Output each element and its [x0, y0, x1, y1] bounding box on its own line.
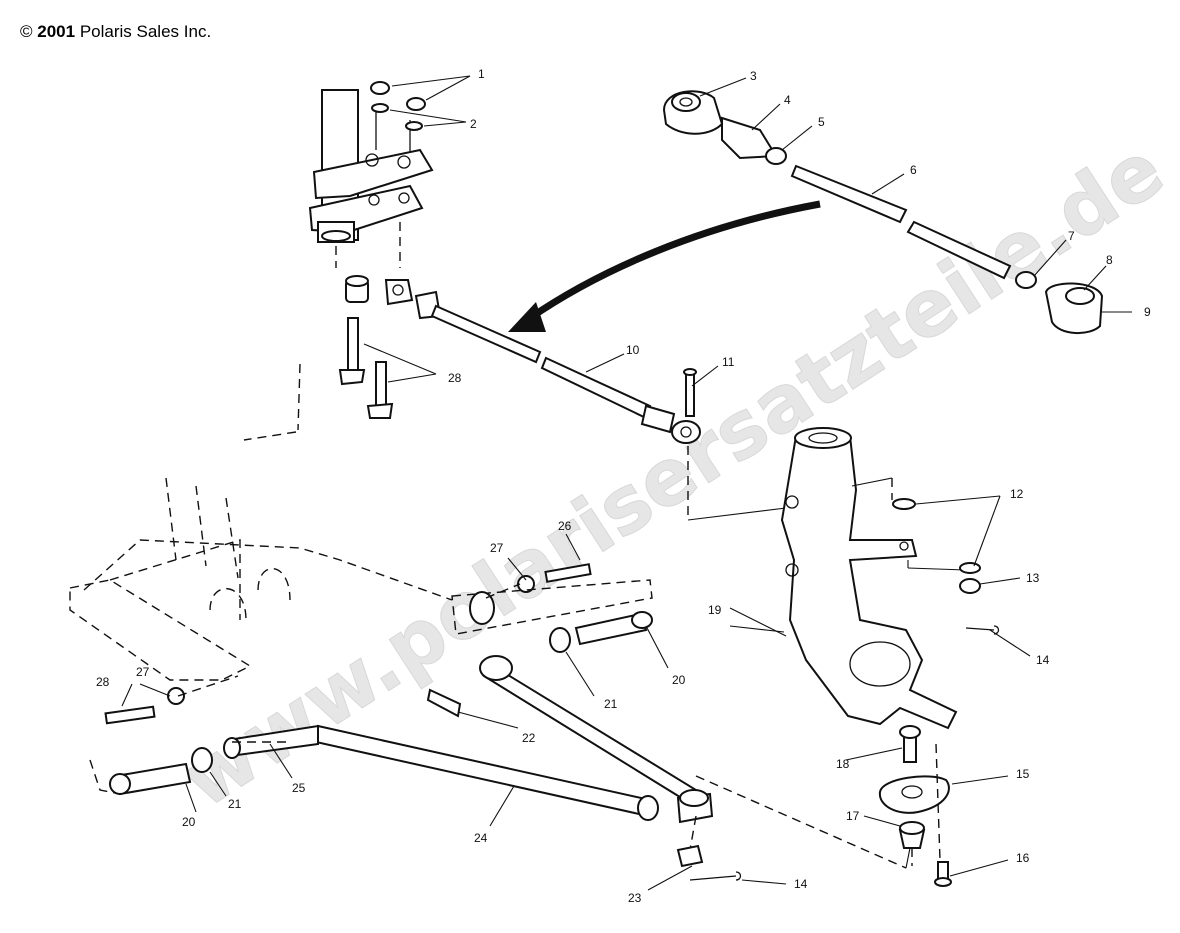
spindle-19: [780, 427, 967, 730]
callout-9: 9: [1144, 305, 1151, 319]
callout-16: 16: [1016, 851, 1030, 865]
callout-23: 23: [628, 891, 642, 905]
callout-17: 17: [846, 809, 860, 823]
callout-27b: 27: [136, 665, 150, 679]
callout-13: 13: [1026, 571, 1040, 585]
callout-21b: 21: [228, 797, 242, 811]
nut-7: [1015, 271, 1037, 289]
bushing-21a: [191, 747, 213, 773]
callout-6: 6: [910, 163, 917, 177]
callout-15: 15: [1016, 767, 1030, 781]
ball-joint-assembly: [878, 725, 952, 887]
washer-2a: [371, 103, 389, 113]
copyright-company: Polaris Sales Inc.: [79, 22, 212, 41]
callout-10: 10: [626, 343, 640, 357]
spindle-hardware: [892, 498, 1000, 635]
callout-26: 26: [558, 519, 572, 533]
plate-15: [878, 775, 950, 814]
callout-18: 18: [836, 757, 850, 771]
callout-7: 7: [1068, 229, 1075, 243]
nut-5: [765, 147, 787, 165]
fitting-22: [426, 688, 462, 718]
callout-12: 12: [1010, 487, 1024, 501]
copyright-symbol: ©: [20, 22, 33, 41]
callout-4: 4: [784, 93, 791, 107]
callout-leaders: [121, 75, 1132, 891]
callout-20a: 20: [672, 673, 686, 687]
direction-arrow: [508, 200, 821, 332]
callout-8: 8: [1106, 253, 1113, 267]
callout-22: 22: [522, 731, 536, 745]
nut-1a: [370, 81, 390, 95]
frame-outline: [69, 477, 653, 795]
callout-2: 2: [470, 117, 477, 131]
callout-21a: 21: [604, 697, 618, 711]
callout-3: 3: [750, 69, 757, 83]
callout-1: 1: [478, 67, 485, 81]
callout-25: 25: [292, 781, 306, 795]
a-arm-24: [223, 655, 911, 869]
callout-labels: 1 2 3 4 5 6 7 8 9 10 11 12 13 14 14 15 1…: [96, 67, 1151, 905]
bushing-21b: [549, 627, 571, 653]
copyright-year: 2001: [37, 22, 76, 41]
nut-1b: [406, 97, 426, 111]
nut-23: [676, 844, 704, 868]
a-arm-hardware: [104, 563, 742, 881]
callout-24: 24: [474, 831, 488, 845]
bearing-8: [1065, 287, 1095, 305]
callout-14a: 14: [1036, 653, 1050, 667]
callout-14b: 14: [794, 877, 808, 891]
callout-28a: 28: [448, 371, 462, 385]
tie-rod-assembly: [414, 290, 787, 521]
callout-28b: 28: [96, 675, 110, 689]
callout-5: 5: [818, 115, 825, 129]
callout-20b: 20: [182, 815, 196, 829]
callout-19: 19: [708, 603, 722, 617]
callout-27a: 27: [490, 541, 504, 555]
washer-2b: [405, 121, 423, 131]
copyright-notice: © 2001 Polaris Sales Inc.: [20, 22, 211, 42]
bolt-11: [685, 371, 695, 417]
spacers-and-bolts: [243, 275, 414, 441]
steering-post: [308, 81, 434, 268]
callout-11: 11: [722, 355, 735, 369]
